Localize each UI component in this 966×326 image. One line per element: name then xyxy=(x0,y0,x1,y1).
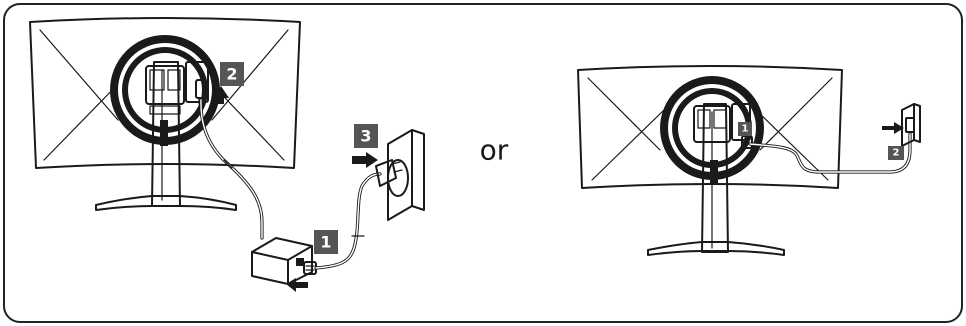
step-1-badge: 1 xyxy=(738,122,752,136)
arrow-right-icon xyxy=(352,152,378,168)
svg-text:3: 3 xyxy=(360,127,371,146)
outer-frame xyxy=(3,3,963,323)
step-2-badge: 2 xyxy=(220,62,244,86)
or-separator: or xyxy=(480,134,509,167)
left-scene: 1 2 3 xyxy=(29,17,425,292)
step-1-badge: 1 xyxy=(314,230,338,254)
monitor-plug-left xyxy=(195,79,207,105)
wall-outlet xyxy=(387,129,425,221)
cable-monitor-to-wall xyxy=(748,132,912,174)
monitor-back-left xyxy=(29,17,301,169)
arrow-left-icon xyxy=(286,278,308,292)
wall-plug xyxy=(375,159,403,187)
arrow-right-icon xyxy=(882,122,904,134)
svg-text:1: 1 xyxy=(742,124,749,135)
step-3-badge: 3 xyxy=(354,124,378,148)
cable-adapter-to-wall xyxy=(314,172,382,270)
monitor-stand-right xyxy=(647,103,785,256)
svg-text:2: 2 xyxy=(226,65,237,84)
cable-monitor-to-adapter xyxy=(199,98,264,240)
wall-outlet-right xyxy=(901,103,921,147)
monitor-stand-left xyxy=(95,61,237,211)
svg-text:2: 2 xyxy=(893,148,900,159)
svg-text:1: 1 xyxy=(320,233,331,252)
arrow-up-icon xyxy=(213,86,229,104)
step-2-badge: 2 xyxy=(888,146,904,160)
right-scene: 1 2 xyxy=(577,65,921,256)
power-adapter xyxy=(251,237,313,285)
